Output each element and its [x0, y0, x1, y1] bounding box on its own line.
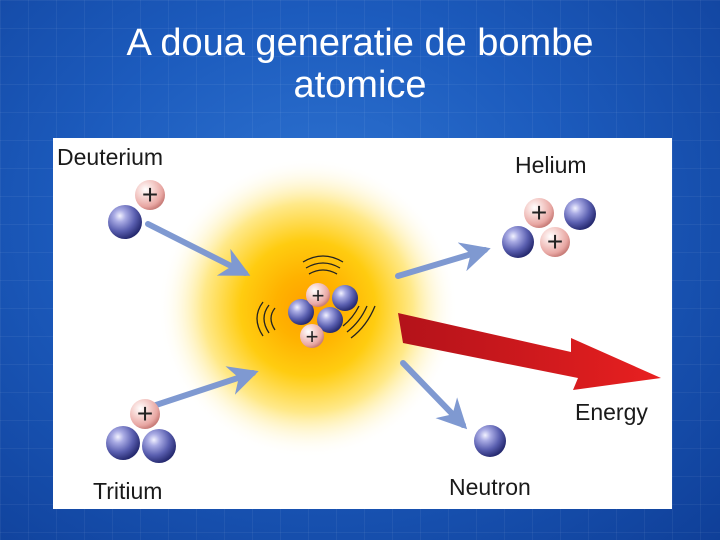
- neutron-particle: [474, 425, 506, 457]
- helium-neutron-bottom: [502, 226, 534, 258]
- helium-proton-bottom: [540, 227, 570, 257]
- deuterium-neutron: [108, 205, 142, 239]
- helium-neutron-top: [564, 198, 596, 230]
- helium-arrow: [395, 242, 491, 279]
- helium-proton-bottom-sign: +: [547, 226, 563, 257]
- center-neutron-left: [288, 299, 314, 325]
- tritium-neutron-left: [106, 426, 140, 460]
- label-tritium: Tritium: [93, 478, 162, 504]
- tritium-proton-sign: +: [137, 398, 153, 429]
- fusion-diagram-svg: + + + + + +: [57, 144, 661, 504]
- label-deuterium: Deuterium: [57, 144, 163, 170]
- label-energy: Energy: [575, 399, 648, 425]
- label-helium: Helium: [515, 152, 587, 178]
- center-proton-bottom-sign: +: [306, 324, 319, 349]
- title-line-1: A doua generatie de bombe: [126, 22, 594, 64]
- deuterium-proton: [135, 180, 165, 210]
- center-proton-top: [306, 283, 330, 307]
- deuterium-proton-sign: +: [142, 179, 158, 210]
- title-line-2: atomice: [293, 64, 427, 106]
- center-proton-top-sign: +: [312, 283, 325, 308]
- center-neutron-right: [332, 285, 358, 311]
- tritium-arrow: [150, 366, 259, 409]
- vibration-marks: [256, 255, 376, 339]
- tritium-proton: [130, 399, 160, 429]
- center-nucleus: + +: [288, 283, 358, 349]
- helium-proton-top: [524, 198, 554, 228]
- energy-arrow: [398, 313, 661, 390]
- deuterium-nucleus: +: [108, 179, 165, 239]
- tritium-neutron-right: [142, 429, 176, 463]
- label-neutron: Neutron: [449, 474, 531, 500]
- helium-nucleus: + +: [502, 197, 596, 258]
- slide-title: A doua generatie de bombe atomice: [0, 22, 720, 106]
- center-proton-bottom: [300, 324, 324, 348]
- center-neutron-bottom: [317, 307, 343, 333]
- fusion-diagram: + + + + + +: [53, 138, 672, 509]
- deuterium-arrow: [145, 221, 251, 276]
- tritium-nucleus: +: [106, 398, 176, 463]
- neutron-arrow: [400, 360, 468, 430]
- helium-proton-top-sign: +: [531, 197, 547, 228]
